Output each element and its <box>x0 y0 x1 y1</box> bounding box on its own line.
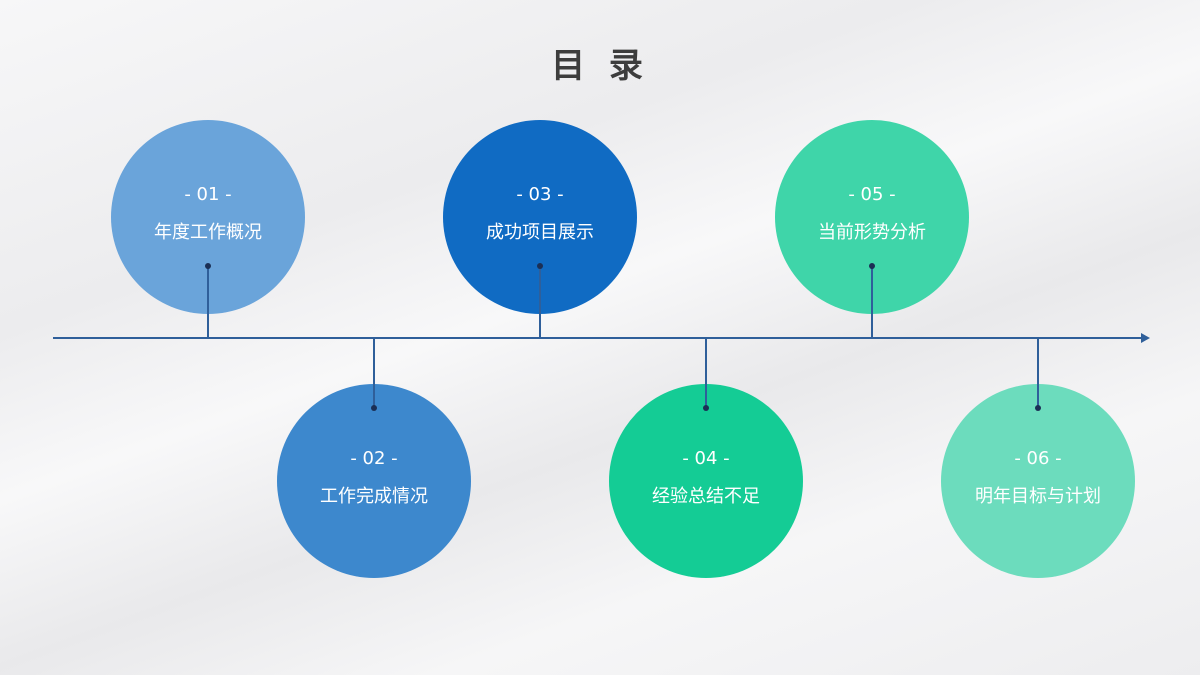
toc-item-2[interactable]: - 02 - 工作完成情况 <box>277 384 471 578</box>
timeline-connector <box>871 266 873 338</box>
arrow-right-icon <box>1141 333 1150 343</box>
timeline-dot <box>371 405 377 411</box>
toc-item-number: - 04 - <box>682 448 730 469</box>
timeline-connector <box>705 338 707 408</box>
timeline-connector <box>373 338 375 408</box>
page-title: 目 录 <box>551 46 649 86</box>
toc-item-label: 成功项目展示 <box>486 222 594 243</box>
toc-item-label: 当前形势分析 <box>818 222 926 243</box>
toc-item-number: - 06 - <box>1014 448 1062 469</box>
toc-item-6[interactable]: - 06 - 明年目标与计划 <box>941 384 1135 578</box>
timeline-connector <box>207 266 209 338</box>
timeline-connector <box>539 266 541 338</box>
toc-item-3[interactable]: - 03 - 成功项目展示 <box>443 120 637 314</box>
timeline-dot <box>703 405 709 411</box>
toc-item-number: - 01 - <box>184 184 232 205</box>
toc-item-label: 工作完成情况 <box>320 486 428 507</box>
toc-item-4[interactable]: - 04 - 经验总结不足 <box>609 384 803 578</box>
timeline-dot <box>869 263 875 269</box>
timeline-connector <box>1037 338 1039 408</box>
toc-item-label: 年度工作概况 <box>154 222 262 243</box>
toc-item-number: - 05 - <box>848 184 896 205</box>
toc-item-number: - 02 - <box>350 448 398 469</box>
timeline-dot <box>205 263 211 269</box>
timeline-axis <box>53 337 1143 339</box>
toc-item-label: 明年目标与计划 <box>975 486 1101 507</box>
toc-item-label: 经验总结不足 <box>652 486 760 507</box>
timeline-dot <box>537 263 543 269</box>
toc-item-number: - 03 - <box>516 184 564 205</box>
timeline-dot <box>1035 405 1041 411</box>
